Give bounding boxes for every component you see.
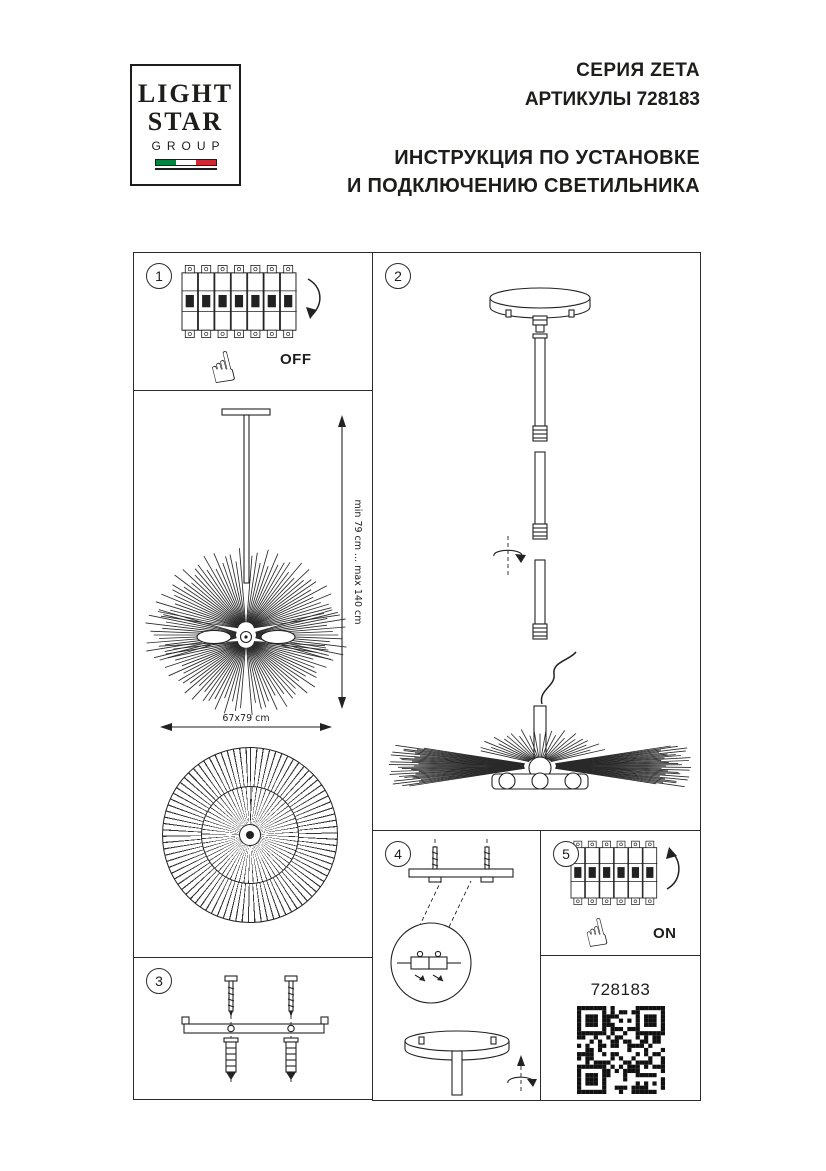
step-2-badge: 2 xyxy=(385,263,411,289)
circuit-breakers xyxy=(181,265,297,339)
mounting-bracket xyxy=(181,1016,329,1034)
step-1-panel: 1 ☝ OFF xyxy=(133,252,373,395)
instruction-title-line2: И ПОДКЛЮЧЕНИЮ СВЕТИЛЬНИКА xyxy=(346,175,700,197)
top-view-center-dot xyxy=(246,831,254,839)
step-3-badge: 3 xyxy=(146,968,172,994)
fan-chandelier xyxy=(145,548,347,716)
suspension-rod xyxy=(243,414,250,584)
fan-shade xyxy=(388,728,692,790)
mounting-bracket-drawing xyxy=(181,975,329,1082)
wood-screw xyxy=(224,975,238,1017)
supply-wire xyxy=(540,651,577,705)
step-3-panel: 3 xyxy=(133,957,373,1100)
header: СЕРИЯ ZETA АРТИКУЛЫ 728183 ИНСТРУКЦИЯ ПО… xyxy=(347,60,700,200)
off-label: OFF xyxy=(280,351,312,368)
article-number: АРТИКУЛЫ 728183 xyxy=(524,89,700,110)
bulb-lens xyxy=(196,629,232,645)
qr-code xyxy=(576,1006,665,1094)
rod-section-2 xyxy=(532,451,548,540)
width-dimension-label: 67x79 cm xyxy=(222,713,269,724)
logo-underline xyxy=(154,167,217,170)
ceiling-canopy xyxy=(489,287,591,333)
rod-section-3 xyxy=(532,559,548,640)
lightstar-logo: LIGHT STAR GROUP xyxy=(130,64,241,186)
wall-anchor xyxy=(223,1037,239,1080)
rotate-arrow-icon xyxy=(493,536,526,578)
lamp-top-view xyxy=(162,747,338,923)
rod-section-1 xyxy=(532,333,548,442)
lamp-dimensions-panel: min 79 cm ... max 140 cm 67x79 cm xyxy=(133,390,373,958)
step-5-panel: 5 ☝ ON xyxy=(540,830,701,958)
step-4-badge: 4 xyxy=(385,841,411,867)
series-title: СЕРИЯ ZETA xyxy=(576,60,700,81)
fixing-screw xyxy=(480,839,494,883)
step-1-badge: 1 xyxy=(146,263,172,289)
instruction-title-line1: ИНСТРУКЦИЯ ПО УСТАНОВКЕ xyxy=(394,147,700,169)
step-4-panel: 4 xyxy=(372,830,541,1101)
bulb xyxy=(531,772,549,790)
step-2-panel: 2 xyxy=(372,252,701,831)
step-5-badge: 5 xyxy=(553,841,579,867)
bulb xyxy=(498,772,516,790)
ceiling-canopy xyxy=(404,1030,510,1096)
circuit-breakers xyxy=(570,840,658,905)
height-dimension-label: min 79 cm ... max 140 cm xyxy=(352,500,363,625)
lamp-side-view: min 79 cm ... max 140 cm 67x79 cm xyxy=(145,408,363,731)
breakers-on-drawing: ☝ xyxy=(570,840,680,958)
logo-word-star: STAR xyxy=(147,106,224,136)
italian-flag-icon xyxy=(154,158,217,166)
fixing-screw xyxy=(428,839,442,883)
bulb-lens xyxy=(260,629,296,645)
canopy-fixing-drawing xyxy=(390,839,537,1096)
assembly-drawing xyxy=(388,287,692,790)
bulb xyxy=(564,772,582,790)
on-label: ON xyxy=(653,925,677,942)
hand-icon: ☝ xyxy=(579,909,612,957)
detail-magnifier xyxy=(390,880,472,1004)
rotate-up-arrow-icon xyxy=(507,1055,537,1093)
height-dimension: min 79 cm ... max 140 cm xyxy=(338,415,363,709)
logo-word-light: LIGHT xyxy=(137,79,234,109)
width-dimension: 67x79 cm xyxy=(160,713,332,731)
article-qr-panel: 728183 xyxy=(540,955,701,1101)
wood-screw xyxy=(284,975,298,1017)
hand-icon: ☝ xyxy=(204,341,241,395)
breakers-off-drawing: ☝ xyxy=(181,265,321,395)
wall-anchor xyxy=(283,1037,299,1080)
article-number-footer: 728183 xyxy=(590,980,651,999)
ceiling-bracket xyxy=(408,839,514,883)
logo-word-group: GROUP xyxy=(151,138,226,153)
ceiling-mount-bar xyxy=(221,408,271,416)
